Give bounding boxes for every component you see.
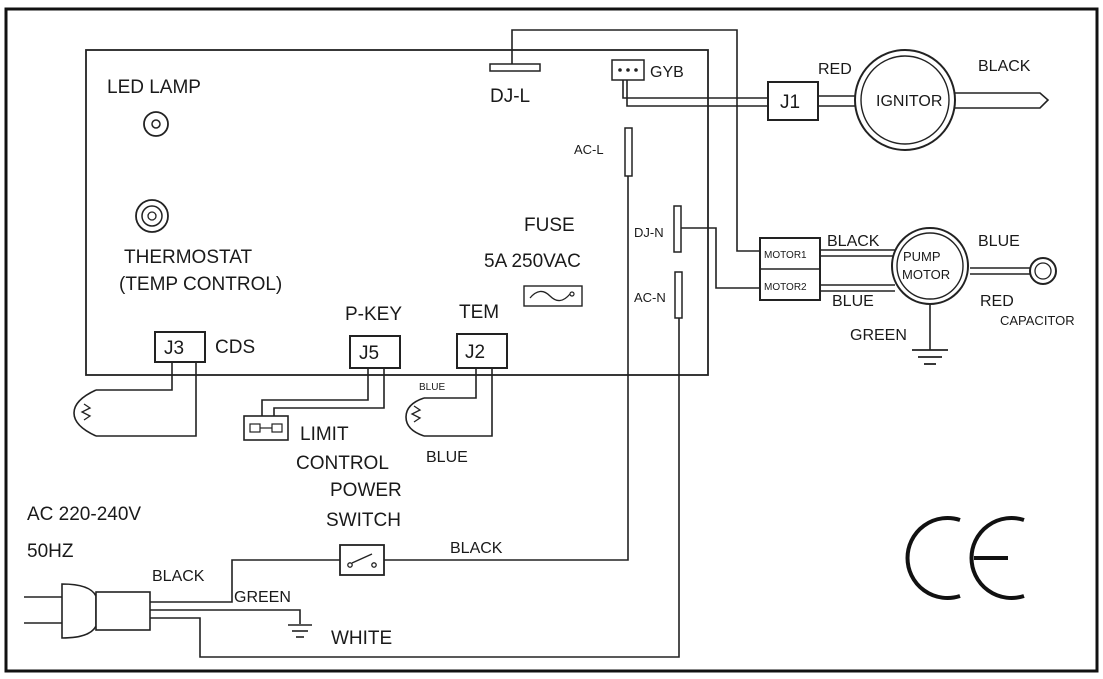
tem-blue-label: BLUE [426, 449, 468, 466]
motor-red-label: RED [980, 293, 1014, 310]
tem-blue-small-label: BLUE [419, 382, 445, 393]
ac-voltage-label: AC 220-240V [27, 504, 141, 525]
thermostat-label: THERMOSTAT [124, 247, 252, 268]
limit-label: LIMIT [300, 424, 349, 445]
motor-blue-label: BLUE [832, 293, 874, 310]
led-lamp-label: LED LAMP [107, 77, 201, 98]
gyb-label: GYB [650, 64, 684, 81]
plug-white-label: WHITE [331, 628, 392, 649]
dj-n-label: DJ-N [634, 225, 664, 240]
ac-l-label: AC-L [574, 142, 604, 157]
motor1-label: MOTOR1 [764, 250, 807, 261]
plug-ground-icon [288, 624, 312, 638]
plug-green-label: GREEN [234, 589, 291, 606]
power-label: POWER [330, 480, 402, 501]
ac-n-terminal [674, 271, 683, 319]
cds-label: CDS [215, 337, 255, 358]
j3-connector [154, 331, 206, 363]
thermostat-icon [135, 199, 169, 233]
switch-black-label: BLACK [450, 540, 503, 557]
motor-green-label: GREEN [850, 327, 907, 344]
motor-blue-right-label: BLUE [978, 233, 1020, 250]
p-key-label: P-KEY [345, 304, 402, 325]
power-plug-icon [24, 583, 151, 639]
dj-n-terminal [673, 205, 682, 253]
temp-control-label: (TEMP CONTROL) [119, 274, 282, 295]
ignitor-label: IGNITOR [876, 93, 942, 110]
ac-l-terminal [624, 127, 633, 177]
dj-l-terminal [489, 63, 541, 72]
ce-mark-text: CE [960, 557, 962, 559]
j1-connector [767, 81, 819, 121]
j5-label: J5 [359, 343, 379, 364]
j2-connector [456, 333, 508, 369]
motor-black-label: BLACK [827, 233, 880, 250]
ac-n-label: AC-N [634, 290, 666, 305]
limit-control-icon [243, 415, 289, 441]
motor-label: MOTOR [902, 267, 950, 282]
ignitor-black-label: BLACK [978, 58, 1031, 75]
dj-l-label: DJ-L [490, 86, 530, 107]
capacitor-icon [1029, 257, 1057, 285]
j1-label: J1 [780, 92, 800, 113]
fuse-icon [523, 285, 583, 307]
ignitor-icon [854, 49, 956, 151]
ignitor-red-label: RED [818, 61, 852, 78]
fuse-label: FUSE [524, 215, 575, 236]
outer-frame [4, 7, 1099, 673]
power-switch-icon [339, 544, 385, 576]
wires [96, 29, 1050, 658]
ce-mark-icon [905, 516, 1025, 600]
tem-sensor-icon [405, 397, 425, 437]
j3-label: J3 [164, 338, 184, 359]
motor2-label: MOTOR2 [764, 282, 807, 293]
gyb-connector [611, 59, 645, 81]
plug-black-label: BLACK [152, 568, 205, 585]
tem-label: TEM [459, 302, 499, 323]
fuse-rating-label: 5A 250VAC [484, 251, 581, 272]
capacitor-label: CAPACITOR [1000, 313, 1075, 328]
control-label: CONTROL [296, 453, 389, 474]
pump-motor-icon [891, 227, 969, 305]
j5-connector [349, 335, 401, 369]
ground-icon [912, 349, 948, 365]
frequency-label: 50HZ [27, 541, 74, 562]
pump-label: PUMP [903, 249, 941, 264]
control-board [85, 49, 709, 376]
cds-sensor-icon [73, 389, 97, 437]
j2-label: J2 [465, 342, 485, 363]
switch-label: SWITCH [326, 510, 401, 531]
led-lamp-icon [143, 111, 169, 137]
